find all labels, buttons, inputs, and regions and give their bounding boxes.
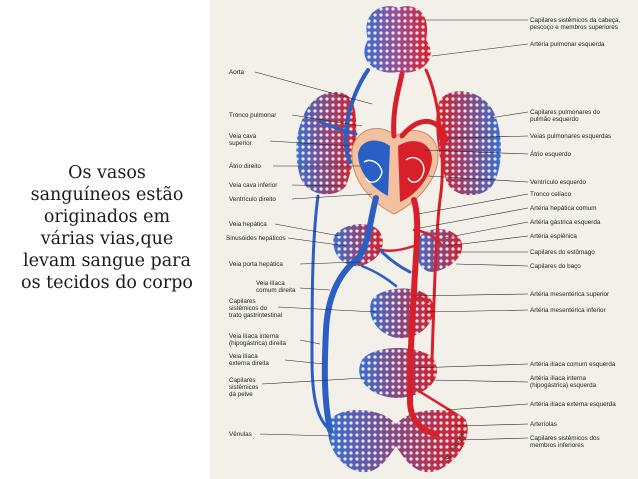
heart [351,128,439,215]
label-tronco-celiaco: Tronco celíaco [530,191,572,198]
caption-line: os tecidos do corpo [21,273,193,293]
label-aorta: Aorta [229,69,245,76]
caption: Os vasos sanguíneos estão originados em … [8,162,206,294]
arteries [374,68,458,437]
label-iliaca-comum-esquerda: Artéria ilíaca comum esquerda [530,361,616,368]
label-ventriculo-direito: Ventrículo direito [229,196,276,203]
label-arteria-pulmonar-esquerda: Artéria pulmonar esquerda [530,41,605,48]
label-veias-pulmonares: Veias pulmonares esquerdas [530,133,611,140]
right-labels: Capilares sistêmicos da cabeça, pescoço … [530,17,621,449]
label-veia-cava-superior-2: superior [229,140,252,147]
label-capilares-estomago: Capilares do estômago [530,249,595,256]
label-atrio-direito: Átrio direito [229,161,261,170]
label-arteria-esplenica: Artéria esplênica [530,233,577,240]
label-veia-iliaca-interna-2: (hipogástrica) direita [229,340,287,347]
label-veia-iliaca-externa: Veia ilíaca [229,353,258,360]
label-veia-cava-inferior: Veia cava inferior [229,182,277,189]
label-capilares-membros-inferiores-2: membros inferiores [530,442,584,449]
label-arteriolas: Arteríolas [530,421,557,428]
label-capilares-pelve-2: sistêmicos [229,384,258,391]
label-capilares-baco: Capilares do baço [530,263,581,270]
right-leaders [413,19,529,441]
label-capilares-pelve: Capilares [229,377,256,384]
veins [310,68,412,433]
caption-line: várias vias,que [40,229,174,249]
label-capilares-gi: Capilares [229,298,256,305]
label-arteria-gastrica: Artéria gástrica esquerda [530,219,601,226]
label-capilares-pelve-3: da pelve [229,391,253,398]
label-veia-porta-hepatica: Veia porta hepática [229,261,283,268]
label-mesenterica-superior: Artéria mesentérica superior [530,291,609,298]
label-capilares-pulmonares: Capilares pulmonares do [530,109,601,116]
label-capilares-membros-inferiores: Capilares sistêmicos dos [530,435,600,442]
label-veia-iliaca-comum-2: comum direita [256,287,296,294]
label-venulas: Vênulas [229,431,252,438]
label-sinusoides-hepaticos: Sinusóides hepáticos [226,235,286,242]
capillary-beds [296,6,501,473]
left-leaders [254,71,377,437]
caption-line: sanguíneos estão [30,185,184,205]
label-veia-iliaca-externa-2: externa direita [229,360,269,367]
label-capilares-cabeca-2: pescoço e membros superiores [530,24,618,31]
label-iliaca-interna-esquerda: Artéria ilíaca interna [530,375,586,382]
label-veia-cava-superior: Veia cava [229,133,257,140]
label-veia-iliaca-interna: Veia ilíaca interna [229,333,279,340]
label-mesenterica-inferior: Artéria mesentérica inferior [530,307,606,314]
label-capilares-pulmonares-2: pulmão esquerdo [530,116,579,123]
label-atrio-esquerdo: Átrio esquerdo [530,149,571,158]
caption-line: Os vasos [68,163,146,183]
label-veia-iliaca-comum: Veia ilíaca [256,280,285,287]
label-iliaca-externa-esquerda: Artéria ilíaca externa esquerda [530,401,616,408]
caption-line: originados em [43,207,171,227]
label-capilares-gi-2: sistêmicos do [229,305,268,312]
label-capilares-cabeca: Capilares sistêmicos da cabeça, [530,17,621,24]
label-arteria-hepatica: Artéria hepática comum [530,205,597,212]
caption-line: levam sangue para [23,251,191,271]
label-tronco-pulmonar: Tronco pulmonar [229,112,276,119]
label-veia-hepatica: Veia hepática [229,221,267,228]
label-iliaca-interna-esquerda-2: (hipogástrica) esquerda [530,382,597,389]
label-ventriculo-esquerdo: Ventrículo esquerdo [530,179,587,186]
left-labels: Aorta Tronco pulmonar Veia cava superior… [226,69,296,438]
label-capilares-gi-3: trato gastrintestinal [229,312,282,319]
